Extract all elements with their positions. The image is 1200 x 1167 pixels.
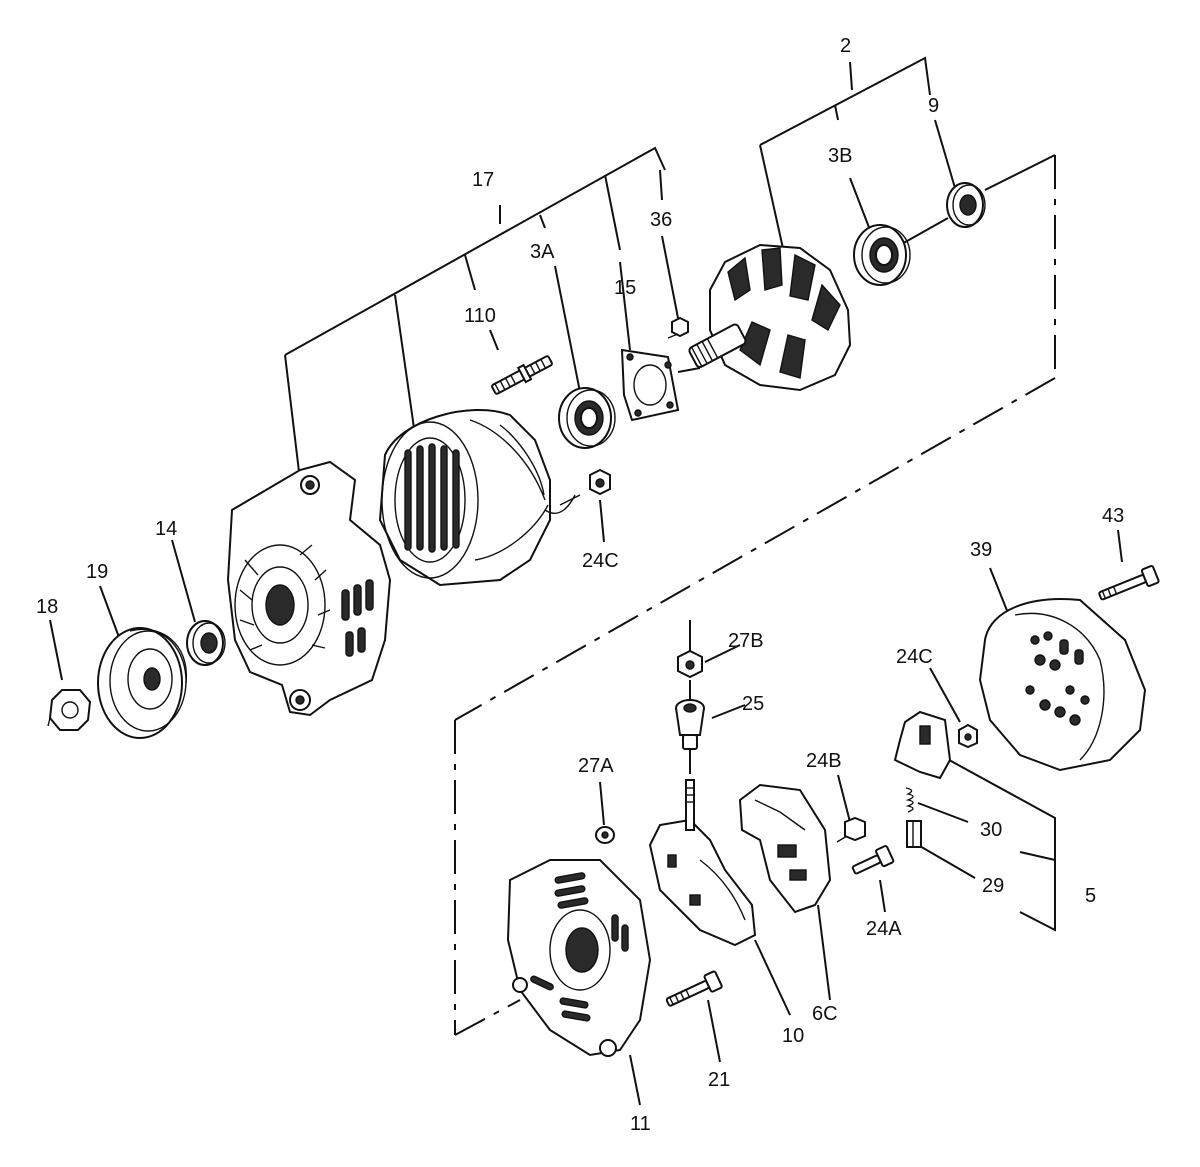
grooved-pulley-icon — [97, 627, 187, 739]
label-110: 110 — [464, 305, 496, 327]
label-30: 30 — [980, 819, 1002, 841]
label-10: 10 — [782, 1025, 804, 1047]
bolt-icon-43 — [1098, 565, 1160, 601]
label-15: 15 — [614, 277, 636, 299]
bearing-retainer-plate-icon — [620, 348, 680, 422]
bolt-icon-21 — [665, 970, 723, 1007]
slip-ring-end-housing-icon — [506, 859, 652, 1057]
label-24c-top: 24C — [582, 550, 619, 572]
label-21: 21 — [708, 1069, 730, 1091]
washer-icon-27a — [595, 826, 615, 844]
label-39: 39 — [970, 539, 992, 561]
stud-bolt-icon — [491, 355, 553, 395]
label-11: 11 — [630, 1113, 651, 1135]
rear-cover-icon — [978, 598, 1147, 772]
label-24a: 24A — [866, 918, 902, 940]
label-24b: 24B — [806, 750, 842, 772]
hex-nut-icon-24c-right — [958, 723, 978, 749]
label-27b: 27B — [728, 630, 764, 652]
label-25: 25 — [742, 693, 764, 715]
label-14: 14 — [155, 518, 177, 540]
spring-icon — [905, 787, 914, 813]
callout-labels: 2 9 3B 17 36 3A 15 110 24C 14 19 18 43 3… — [36, 35, 1124, 1135]
label-43: 43 — [1102, 505, 1124, 527]
label-19: 19 — [86, 561, 108, 583]
label-29: 29 — [982, 875, 1004, 897]
label-2: 2 — [840, 35, 851, 57]
hex-nut-icon-27b — [677, 649, 703, 679]
regulator-brush-holder-icon — [738, 783, 832, 914]
terminal-block-icon — [893, 710, 952, 780]
seal-ring-icon — [946, 182, 986, 228]
label-9: 9 — [928, 95, 939, 117]
rectifier-icon — [648, 779, 757, 947]
label-17: 17 — [472, 169, 494, 191]
hex-nut-icon-24c — [589, 468, 611, 496]
screw-icon-24b — [836, 816, 866, 843]
insulator-bushing-icon — [675, 699, 705, 750]
label-3b: 3B — [828, 145, 852, 167]
label-5: 5 — [1085, 885, 1096, 907]
rotor-assembly-icon — [688, 243, 852, 392]
collar-icon — [186, 620, 226, 666]
ball-bearing-icon-rear — [853, 224, 911, 286]
hex-nut-icon — [47, 689, 92, 731]
ball-bearing-icon — [558, 387, 616, 449]
label-27a: 27A — [578, 755, 614, 777]
label-3a: 3A — [530, 241, 555, 263]
stator-coil-icon — [378, 408, 581, 587]
label-18: 18 — [36, 596, 58, 618]
label-6c: 6C — [812, 1003, 838, 1025]
bolt-icon-24a — [851, 845, 895, 875]
screw-icon — [667, 316, 689, 339]
label-36: 36 — [650, 209, 672, 231]
label-24c-right: 24C — [896, 646, 933, 668]
drive-end-housing-icon — [226, 460, 392, 717]
brush-icon — [906, 820, 922, 848]
